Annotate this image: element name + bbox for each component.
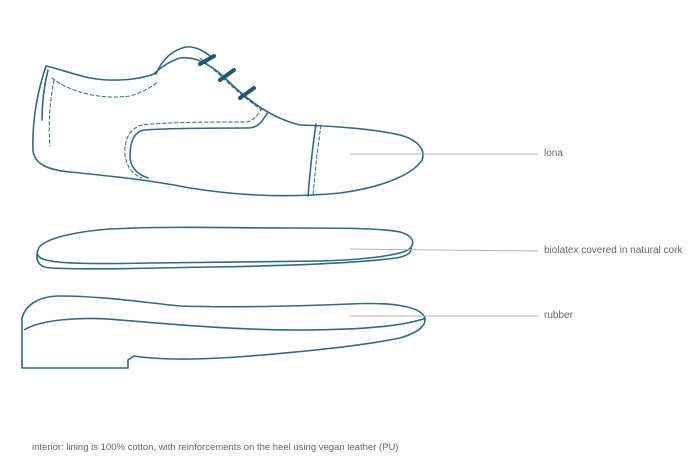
sole-top-edge: [23, 317, 427, 331]
upper-silhouette: [32, 56, 424, 197]
insole-edge: [36, 247, 412, 270]
heel-counter: [41, 69, 49, 121]
leader-insole: [349, 248, 539, 252]
label-insole: biolatex covered in natural cork: [544, 245, 683, 256]
heel-stitch: [48, 79, 55, 147]
insole-top: [36, 226, 414, 265]
stitching: [48, 57, 322, 196]
lace-1: [198, 54, 216, 66]
laces: [198, 54, 256, 100]
label-rubber: rubber: [544, 310, 573, 321]
collar-stitch: [51, 77, 159, 98]
sole-outer: [21, 295, 426, 369]
quarter-stitch: [124, 107, 263, 179]
eyestay-stitch: [199, 57, 263, 111]
footnote: interior: lining is 100% cotton, with re…: [32, 442, 399, 453]
leader-lines: [349, 153, 539, 317]
toe-cap-stitch: [312, 124, 322, 196]
lace-2: [218, 68, 236, 82]
upper-shoe-outline: [32, 46, 424, 197]
quarter-panel: [129, 111, 269, 179]
toe-cap-seam: [307, 123, 317, 197]
label-lona: lona: [544, 148, 563, 159]
insole-outline: [36, 226, 414, 270]
tongue: [155, 46, 213, 75]
lace-3: [238, 86, 256, 100]
rubber-sole-outline: [21, 295, 427, 369]
